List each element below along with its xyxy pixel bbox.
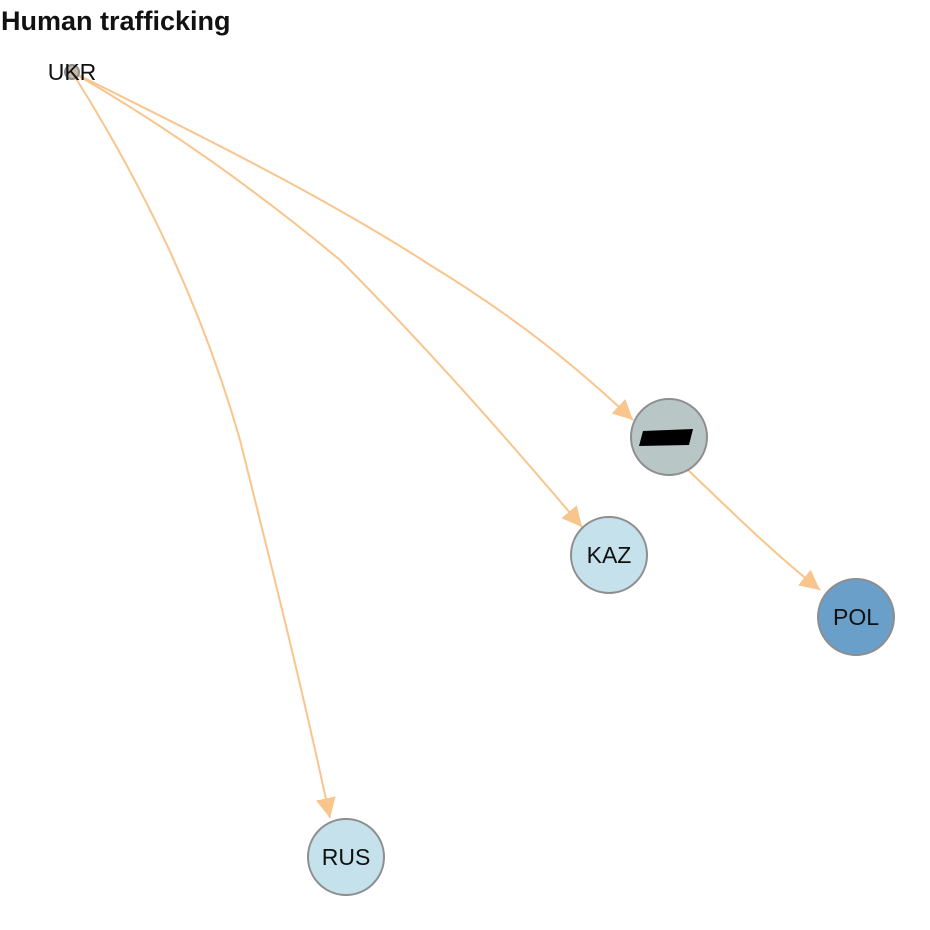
node-ukr: UKR — [48, 59, 97, 85]
node-layer: UKR KAZ POL RUS — [48, 59, 895, 896]
node-circle — [570, 516, 648, 594]
edge-red-to-pol — [687, 469, 821, 591]
node-label: POL — [833, 604, 879, 630]
node-circle — [307, 818, 385, 896]
edge-layer — [71, 71, 821, 819]
node-circle — [64, 64, 80, 80]
edge-ukr-to-rus — [71, 71, 336, 819]
node-rus: RUS — [307, 818, 385, 896]
node-label: UKR — [48, 59, 97, 85]
page-title: Human trafficking — [1, 6, 231, 36]
node-red — [630, 398, 708, 476]
node-circle — [817, 578, 895, 656]
node-pol: POL — [817, 578, 895, 656]
node-label: KAZ — [587, 542, 632, 568]
node-label: RUS — [322, 844, 371, 870]
edge-ukr-to-kaz — [71, 71, 583, 528]
edge-ukr-to-red — [71, 71, 634, 421]
redacted-label — [639, 429, 693, 446]
node-kaz: KAZ — [570, 516, 648, 594]
